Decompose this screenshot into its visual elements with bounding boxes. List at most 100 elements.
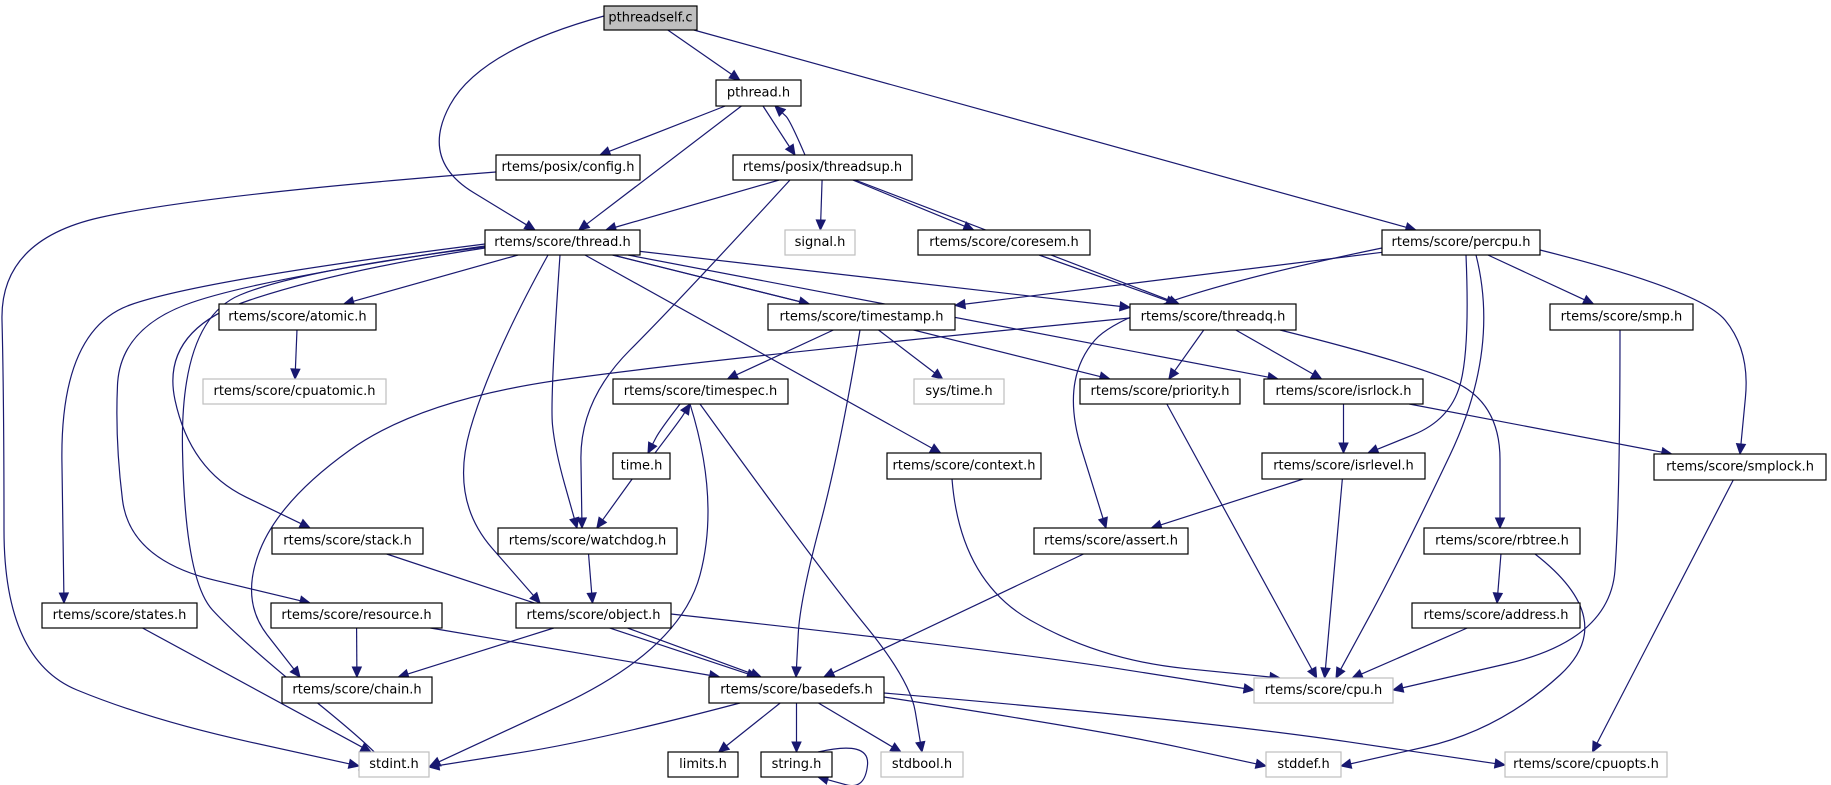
node-box bbox=[1423, 527, 1581, 555]
edge-rbtree-h-to-address-h bbox=[1492, 553, 1504, 605]
edge-line bbox=[693, 29, 1408, 229]
node-box bbox=[218, 303, 377, 331]
node-assert-h[interactable]: rtems/score/assert.h bbox=[1033, 527, 1189, 555]
node-timestamp-h[interactable]: rtems/score/timestamp.h bbox=[767, 303, 956, 331]
edge-arrowhead bbox=[351, 666, 363, 679]
edge-line bbox=[699, 403, 922, 744]
edge-arrowhead bbox=[576, 517, 588, 530]
node-object-h[interactable]: rtems/score/object.h bbox=[515, 602, 672, 629]
edge-posix-threadsup-h-to-signal-h bbox=[815, 179, 827, 232]
edge-address-h-to-cpu-h bbox=[1351, 627, 1468, 679]
node-label: sys/time.h bbox=[925, 384, 992, 399]
node-label: rtems/score/priority.h bbox=[1091, 384, 1230, 399]
node-box bbox=[767, 303, 956, 331]
edge-basedefs-h-to-limits-h bbox=[717, 702, 781, 753]
edge-line bbox=[462, 254, 549, 597]
edge-threadq-h-to-rbtree-h bbox=[1279, 329, 1506, 530]
edge-line bbox=[430, 627, 711, 677]
node-smplock-h[interactable]: rtems/score/smplock.h bbox=[1653, 453, 1827, 481]
edge-line bbox=[580, 179, 791, 520]
edge-line bbox=[651, 403, 681, 446]
node-label: rtems/score/isrlevel.h bbox=[1273, 459, 1414, 474]
node-box bbox=[708, 676, 885, 704]
node-label: rtems/score/object.h bbox=[527, 608, 661, 623]
node-chain-h[interactable]: rtems/score/chain.h bbox=[281, 676, 433, 704]
node-isrlock-h[interactable]: rtems/score/isrlock.h bbox=[1263, 378, 1424, 405]
edge-line bbox=[250, 317, 1131, 671]
edge-resource-h-to-basedefs-h bbox=[430, 627, 721, 681]
node-context-h[interactable]: rtems/score/context.h bbox=[886, 452, 1042, 480]
node-string-h[interactable]: string.h bbox=[760, 751, 833, 778]
node-rbtree-h[interactable]: rtems/score/rbtree.h bbox=[1423, 527, 1581, 555]
edge-line bbox=[725, 702, 781, 747]
edge-percpu-h-to-smplock-h bbox=[1539, 249, 1747, 456]
node-label: rtems/score/assert.h bbox=[1044, 534, 1178, 549]
edge-time-h-to-timespec-h bbox=[654, 402, 691, 454]
edge-percpu-h-to-timestamp-h bbox=[953, 251, 1383, 310]
node-label: rtems/score/rbtree.h bbox=[1435, 534, 1569, 549]
node-time-h[interactable]: time.h bbox=[612, 452, 671, 480]
node-label: rtems/score/cpu.h bbox=[1265, 683, 1383, 698]
node-box bbox=[1653, 453, 1827, 481]
edge-arrowhead bbox=[1320, 667, 1331, 680]
node-label: pthread.h bbox=[727, 86, 790, 101]
node-coresem-h[interactable]: rtems/score/coresem.h bbox=[917, 229, 1091, 256]
edge-line bbox=[670, 613, 1246, 690]
edge-arrowhead bbox=[728, 69, 741, 81]
edge-atomic-h-to-cpuatomic-h bbox=[290, 329, 301, 381]
node-box bbox=[913, 378, 1005, 405]
edge-percpu-h-to-isrlevel-h bbox=[1366, 254, 1468, 454]
edge-time-h-to-watchdog-h bbox=[596, 478, 633, 529]
node-box bbox=[1381, 229, 1541, 256]
edge-line bbox=[116, 245, 486, 602]
edge-timestamp-h-to-basedefs-h bbox=[791, 329, 861, 679]
node-priority-h[interactable]: rtems/score/priority.h bbox=[1079, 378, 1241, 405]
edge-line bbox=[352, 254, 519, 303]
node-states-h[interactable]: rtems/score/states.h bbox=[41, 602, 198, 629]
node-pthread-h[interactable]: pthread.h bbox=[715, 79, 802, 107]
node-label: stdbool.h bbox=[892, 757, 952, 772]
node-posix-threadsup-h[interactable]: rtems/posix/threadsup.h bbox=[732, 154, 913, 181]
node-stdbool-h: stdbool.h bbox=[880, 751, 964, 778]
node-box bbox=[358, 751, 430, 778]
node-percpu-h[interactable]: rtems/score/percpu.h bbox=[1381, 229, 1541, 256]
node-address-h[interactable]: rtems/score/address.h bbox=[1411, 602, 1581, 629]
node-isrlevel-h[interactable]: rtems/score/isrlevel.h bbox=[1261, 452, 1426, 480]
edge-arrowhead bbox=[928, 443, 942, 454]
edge-timespec-h-to-stdbool-h bbox=[699, 403, 926, 754]
node-thread-h[interactable]: rtems/score/thread.h bbox=[484, 229, 641, 256]
edge-line bbox=[1596, 479, 1734, 745]
node-label: rtems/score/timespec.h bbox=[624, 384, 777, 399]
node-box bbox=[1504, 751, 1668, 778]
node-timespec-h[interactable]: rtems/score/timespec.h bbox=[612, 378, 789, 405]
node-atomic-h[interactable]: rtems/score/atomic.h bbox=[218, 303, 377, 331]
node-threadq-h[interactable]: rtems/score/threadq.h bbox=[1129, 303, 1297, 331]
edge-arrowhead bbox=[679, 402, 691, 416]
edge-line bbox=[1072, 247, 1383, 520]
node-stack-h[interactable]: rtems/score/stack.h bbox=[271, 527, 424, 555]
node-basedefs-h[interactable]: rtems/score/basedefs.h bbox=[708, 676, 885, 704]
edge-line bbox=[294, 329, 298, 371]
node-label: signal.h bbox=[795, 235, 846, 250]
edge-arrowhead bbox=[1118, 301, 1132, 312]
node-box bbox=[1261, 452, 1426, 480]
node-posix-config-h[interactable]: rtems/posix/config.h bbox=[495, 154, 641, 181]
node-smp-h[interactable]: rtems/score/smp.h bbox=[1549, 303, 1694, 331]
edge-threadq-h-to-priority-h bbox=[1168, 329, 1205, 380]
node-label: limits.h bbox=[679, 757, 727, 772]
node-limits-h[interactable]: limits.h bbox=[667, 751, 739, 778]
node-box bbox=[917, 229, 1091, 256]
edge-line bbox=[654, 411, 686, 454]
node-resource-h[interactable]: rtems/score/resource.h bbox=[270, 602, 443, 629]
edge-arrowhead bbox=[298, 518, 312, 529]
edge-line bbox=[878, 329, 936, 375]
edge-line bbox=[61, 243, 486, 595]
node-watchdog-h[interactable]: rtems/score/watchdog.h bbox=[497, 527, 678, 555]
edge-line bbox=[1235, 329, 1315, 376]
edge-line bbox=[762, 105, 791, 148]
node-box bbox=[484, 229, 641, 256]
edge-arrowhead bbox=[1494, 517, 1506, 530]
edge-thread-h-to-context-h bbox=[584, 254, 942, 454]
node-label: rtems/score/atomic.h bbox=[228, 310, 366, 325]
edge-arrowhead bbox=[931, 368, 944, 380]
